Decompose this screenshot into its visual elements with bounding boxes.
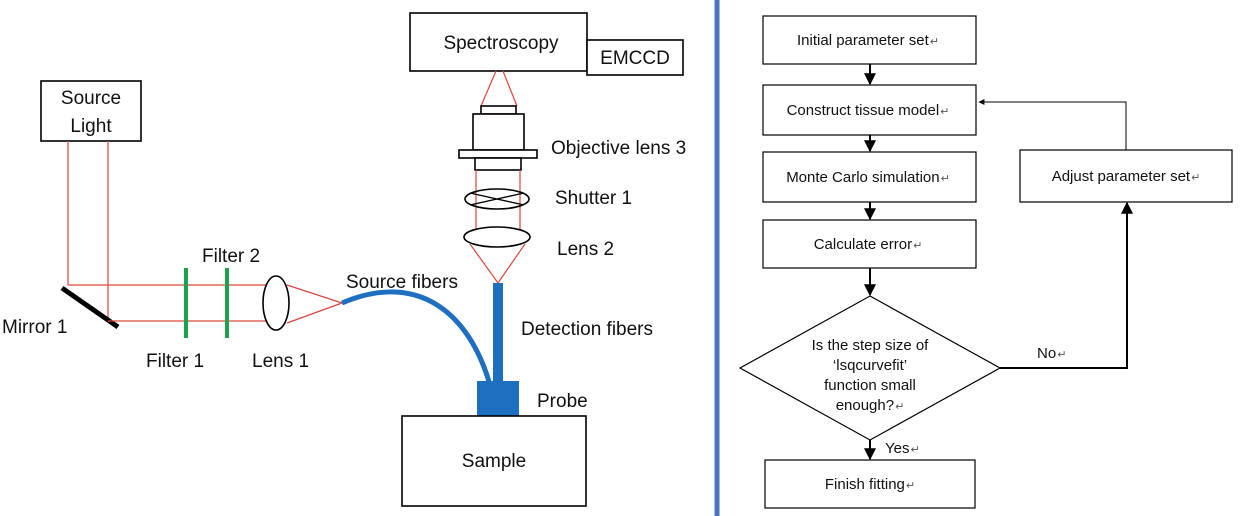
arrow-adjust-to-construct <box>978 99 1127 150</box>
detect-ray-left <box>469 243 499 284</box>
construct-model-label: Construct tissue model↵ <box>787 102 950 119</box>
no-label: No↵ <box>1037 345 1066 362</box>
construct-model-box <box>762 84 977 136</box>
source-fiber <box>341 289 493 386</box>
lens-2 <box>463 226 531 248</box>
adjust-parameter-label: Adjust parameter set↵ <box>1052 168 1201 185</box>
monte-carlo-label: Monte Carlo simulation↵ <box>786 169 950 186</box>
focus-ray-bottom <box>286 302 343 324</box>
yes-label: Yes↵ <box>885 440 920 457</box>
shutter-1-label: Shutter 1 <box>555 188 632 209</box>
adjust-parameter-box <box>1019 149 1233 203</box>
calculate-error-box <box>762 219 977 269</box>
shutter-1 <box>464 188 530 210</box>
decision-line-1: Is the step size of <box>812 337 930 354</box>
detection-fiber <box>493 283 503 385</box>
source-light-label-2: Light <box>70 116 112 137</box>
finish-fitting-box <box>764 459 976 509</box>
optical-setup-diagram: Source Light Mirror 1 Filter 1 Filter 2 … <box>2 12 686 507</box>
lens-2-label: Lens 2 <box>557 239 614 260</box>
calculate-error-label: Calculate error↵ <box>814 236 923 253</box>
focus-ray-top <box>286 284 343 304</box>
emccd-box <box>586 39 684 76</box>
probe-label: Probe <box>537 391 588 412</box>
objective-lens-label: Objective lens 3 <box>551 138 686 159</box>
filter-2-label: Filter 2 <box>202 246 260 267</box>
objective-lens-3 <box>458 105 538 171</box>
fitting-flowchart: Initial parameter set↵ Construct tissue … <box>738 15 1233 509</box>
initial-parameter-label: Initial parameter set↵ <box>797 32 939 49</box>
monte-carlo-box <box>762 151 977 203</box>
lens-1 <box>262 275 290 331</box>
source-light-label-1: Source <box>61 88 121 109</box>
detect-ray-right <box>497 243 526 284</box>
source-light-box <box>40 80 142 142</box>
sample-label: Sample <box>462 451 526 472</box>
spec-ray-left <box>480 70 497 107</box>
decision-line-2: ‘lsqcurvefit’ <box>833 357 907 374</box>
filter-1-label: Filter 1 <box>146 351 204 372</box>
detection-fibers-label: Detection fibers <box>521 319 653 340</box>
finish-fitting-label: Finish fitting↵ <box>825 476 915 493</box>
spectroscopy-label: Spectroscopy <box>443 33 559 54</box>
sample-box <box>401 415 587 507</box>
mirror-1-label: Mirror 1 <box>2 317 67 338</box>
arrow-no-to-adjust <box>1000 201 1133 369</box>
spec-ray-right <box>502 70 518 107</box>
probe <box>477 381 519 418</box>
source-fibers-label: Source fibers <box>346 272 458 293</box>
decision-line-3: function small <box>824 377 916 394</box>
spectroscopy-box <box>409 12 588 72</box>
decision-line-4: enough?↵ <box>836 397 905 414</box>
emccd-label: EMCCD <box>600 48 670 69</box>
lens-1-label: Lens 1 <box>252 351 309 372</box>
initial-parameter-box <box>762 15 977 65</box>
